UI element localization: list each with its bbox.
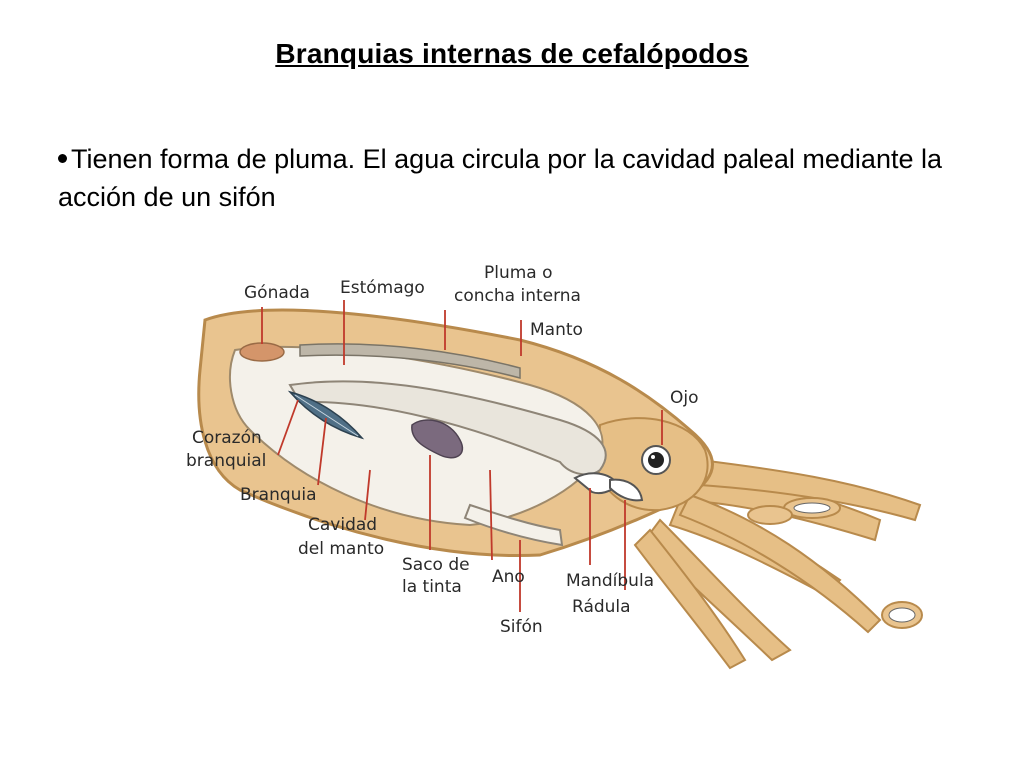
label-pluma-line1: Pluma o <box>484 263 553 283</box>
label-cavidad-line2: del manto <box>298 539 384 559</box>
siphon <box>463 503 564 547</box>
label-estomago: Estómago <box>340 278 425 298</box>
label-corazon-line1: Corazón <box>192 428 262 448</box>
leader-lines <box>261 300 663 612</box>
label-cavidad-line1: Cavidad <box>308 515 377 535</box>
label-radula: Rádula <box>572 597 631 617</box>
internal-shell <box>299 343 521 379</box>
label-branquia: Branquia <box>240 485 317 505</box>
bullet-dot-icon <box>58 154 67 164</box>
ink-sac <box>411 419 464 459</box>
slide-title: Branquias internas de cefalópodos <box>275 38 749 69</box>
label-corazon-line2: branquial <box>186 451 266 471</box>
label-ano: Ano <box>492 567 525 587</box>
bullet-text: Tienen forma de pluma. El agua circula p… <box>58 144 943 212</box>
tentacle-clubs <box>747 497 923 629</box>
label-saco-line1: Saco de <box>402 555 470 575</box>
digestive-tube <box>288 380 607 476</box>
label-manto: Manto <box>530 320 583 340</box>
label-sifon: Sifón <box>500 617 543 637</box>
gill <box>287 390 365 440</box>
label-gonada: Gónada <box>244 283 310 303</box>
tentacles <box>633 458 922 670</box>
label-ojo: Ojo <box>670 388 699 408</box>
bullet-point: Tienen forma de pluma. El agua circula p… <box>58 140 958 216</box>
gonad <box>239 342 285 362</box>
label-mandibula: Mandíbula <box>566 571 654 591</box>
label-saco-line2: la tinta <box>402 577 462 597</box>
label-pluma-line2: concha interna <box>454 286 581 306</box>
eye <box>641 445 671 475</box>
